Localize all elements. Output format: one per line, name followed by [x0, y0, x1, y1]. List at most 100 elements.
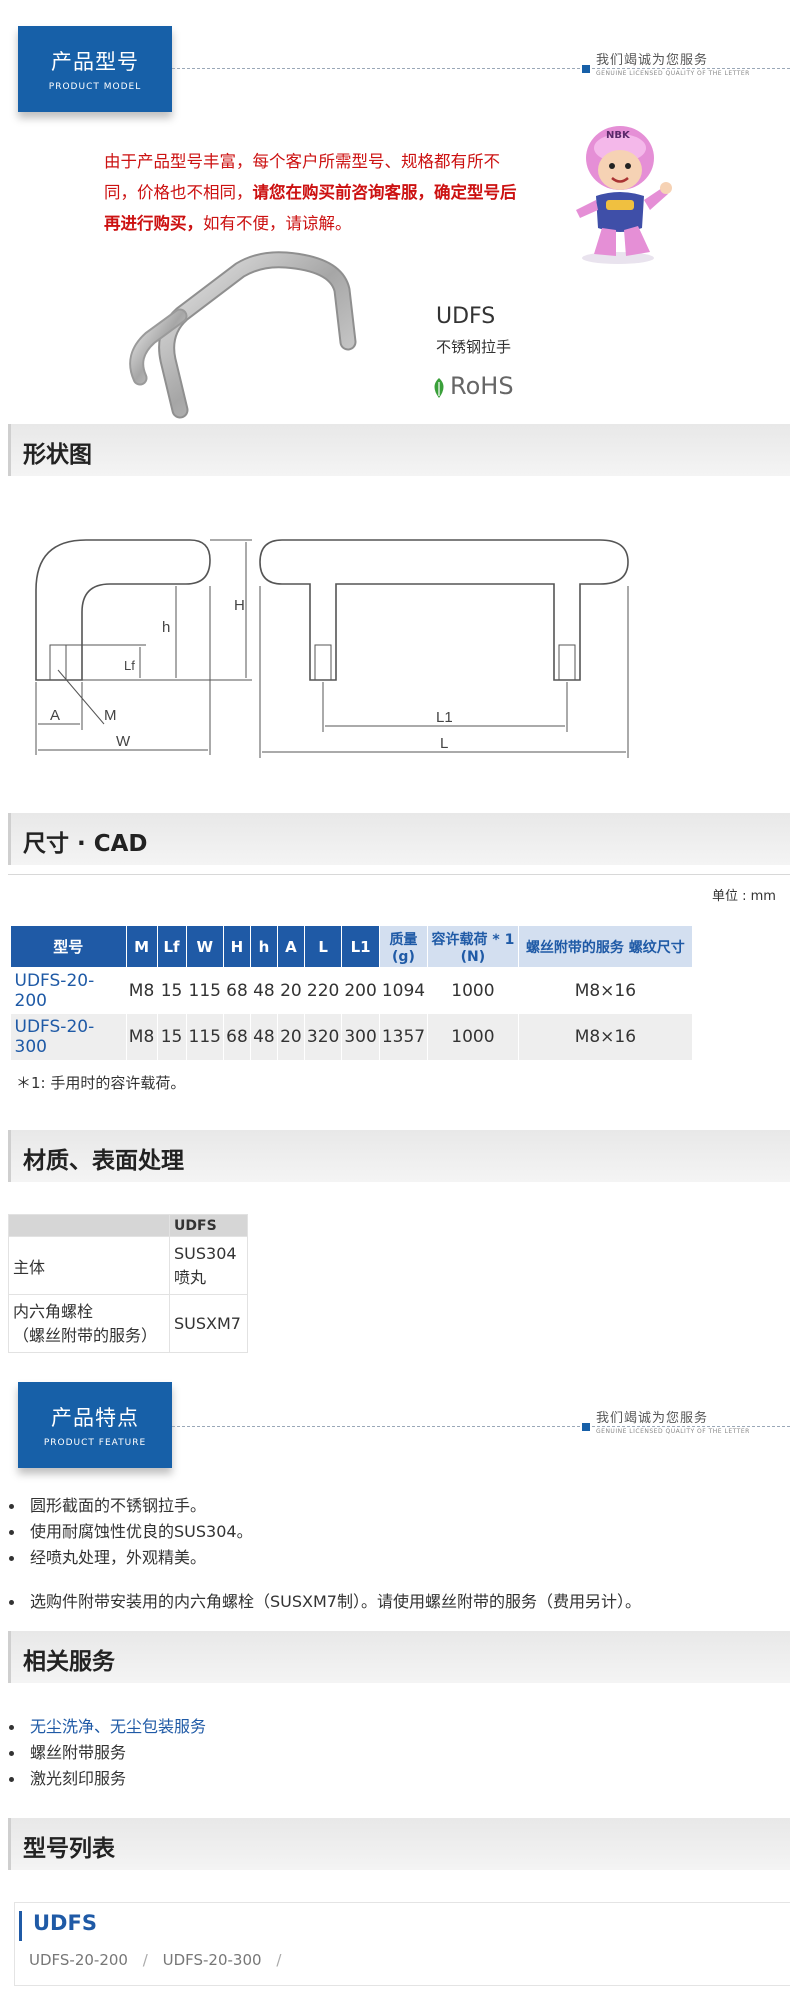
banner-tagline-en: GENUINE LICENSED QUALITY OF THE LETTER — [596, 1428, 750, 1435]
col-W: W — [185, 925, 224, 968]
section-title: 形状图 — [23, 442, 92, 468]
spec-cell: 15 — [157, 1013, 187, 1060]
feature-note-list: 选购件附带安装用的内六角螺栓（SUSXM7制）。请使用螺丝附带的服务（费用另计）… — [0, 1589, 641, 1615]
banner-divider — [172, 68, 790, 69]
dim-label-H: H — [234, 597, 245, 614]
leaf-icon — [434, 378, 444, 398]
feature-item: 经喷丸处理，外观精美。 — [0, 1545, 253, 1571]
model-link[interactable]: UDFS-20-200 — [29, 1951, 128, 1969]
section-title: 型号列表 — [23, 1836, 115, 1862]
related-service-screw: 螺丝附带服务 — [0, 1740, 206, 1766]
spec-cell: 1000 — [427, 967, 519, 1014]
spec-cell: 320 — [304, 1013, 343, 1060]
product-code: UDFS — [436, 304, 496, 329]
model-link[interactable]: UDFS-20-300 — [162, 1951, 262, 1969]
banner-tagline-en: GENUINE LICENSED QUALITY OF THE LETTER — [596, 70, 750, 77]
banner-title: 产品特点 — [51, 1406, 139, 1430]
spec-cell: M8 — [126, 1013, 158, 1060]
related-service-laser: 激光刻印服务 — [0, 1766, 206, 1792]
col-H: H — [222, 925, 251, 968]
section-title: 材质、表面处理 — [23, 1148, 184, 1174]
notice-part2: 请您在购买前咨询客服，确定型号后再进行购买， — [104, 183, 517, 233]
banner-subtitle: PRODUCT MODEL — [48, 82, 142, 92]
spec-cell: 115 — [186, 1013, 224, 1060]
col-L1: L1 — [341, 925, 380, 968]
dim-label-M: M — [104, 707, 117, 724]
spec-cell: 1357 — [379, 1013, 429, 1060]
feature-item: 圆形截面的不锈钢拉手。 — [0, 1493, 253, 1519]
spec-model-link[interactable]: UDFS-20-300 — [10, 1013, 127, 1060]
spec-header-row: 型号 M Lf W H h A L L1 质量(g) 容许载荷 * 1 (N) … — [10, 925, 694, 968]
spec-cell: 200 — [341, 967, 380, 1014]
notice-part3: 如有不便，请谅解。 — [203, 214, 352, 233]
material-row-value: SUS304 喷丸 — [169, 1236, 248, 1295]
feature-note: 选购件附带安装用的内六角螺栓（SUSXM7制）。请使用螺丝附带的服务（费用另计）… — [0, 1589, 641, 1615]
mascot-illustration: NBK — [558, 118, 678, 266]
col-thread: 螺丝附带的服务 螺纹尺寸 — [517, 925, 694, 968]
material-value-line1: SUS304 — [174, 1243, 237, 1263]
spec-cell: 68 — [223, 967, 251, 1014]
col-model: 型号 — [10, 925, 127, 968]
material-table: UDFS 主体 SUS304 喷丸 内六角螺栓 （螺丝附带的服务） SUSXM7 — [7, 1214, 248, 1353]
model-list-accent — [19, 1911, 22, 1941]
col-h: h — [249, 925, 278, 968]
model-list-box: UDFS UDFS-20-200 / UDFS-20-300 / — [14, 1902, 790, 1986]
spec-cell: 220 — [304, 967, 343, 1014]
spec-cell: 300 — [341, 1013, 380, 1060]
model-separator: / — [276, 1951, 282, 1969]
product-photo — [110, 250, 370, 420]
banner-title: 产品型号 — [51, 50, 139, 74]
material-row: 主体 SUS304 喷丸 — [7, 1236, 248, 1295]
model-list-title: UDFS — [33, 1911, 97, 1935]
related-services-list: 无尘洗净、无尘包装服务 螺丝附带服务 激光刻印服务 — [0, 1714, 206, 1792]
col-weight: 质量(g) — [378, 925, 429, 968]
material-value-line2: 喷丸 — [174, 1267, 207, 1287]
spec-table: 型号 M Lf W H h A L L1 质量(g) 容许载荷 * 1 (N) … — [10, 925, 694, 1060]
section-related-header: 相关服务 — [8, 1631, 790, 1683]
notice-part1: 由于产品型号丰富，每个客户所需型号、规格都有所不同，价格也不相同， — [104, 152, 500, 202]
banner-product-model: 产品型号 PRODUCT MODEL 我们竭诚为您服务 GENUINE LICE… — [0, 22, 790, 122]
banner-box: 产品型号 PRODUCT MODEL — [18, 26, 172, 112]
banner-tagline: 我们竭诚为您服务 — [596, 1411, 709, 1426]
section-title: 尺寸 · CAD — [23, 831, 148, 857]
col-load: 容许载荷 * 1 (N) — [427, 925, 519, 968]
spec-cell: 115 — [186, 967, 224, 1014]
material-row-value: SUSXM7 — [169, 1294, 248, 1353]
product-name: 不锈钢拉手 — [436, 338, 512, 356]
spec-cell: M8 — [126, 967, 158, 1014]
material-header-blank — [7, 1214, 171, 1237]
material-row-label: 内六角螺栓 （螺丝附带的服务） — [7, 1294, 171, 1353]
banner-dot — [582, 65, 590, 73]
unit-label: 单位 : mm — [712, 889, 776, 904]
spec-cell: 48 — [250, 967, 278, 1014]
banner-divider — [172, 1426, 790, 1427]
dim-label-L: L — [440, 735, 448, 752]
model-separator: / — [142, 1951, 148, 1969]
section-shape-header: 形状图 — [8, 424, 790, 476]
feature-item: 使用耐腐蚀性优良的SUS304。 — [0, 1519, 253, 1545]
dim-label-Lf: Lf — [124, 658, 135, 673]
feature-list: 圆形截面的不锈钢拉手。 使用耐腐蚀性优良的SUS304。 经喷丸处理，外观精美。 — [0, 1493, 253, 1571]
related-service-dust-free[interactable]: 无尘洗净、无尘包装服务 — [0, 1714, 206, 1740]
model-list-items: UDFS-20-200 / UDFS-20-300 / — [29, 1951, 291, 1969]
section-divider — [8, 874, 790, 875]
material-row-label: 主体 — [7, 1236, 171, 1295]
mascot-badge: NBK — [606, 130, 630, 141]
spec-cell: 68 — [223, 1013, 251, 1060]
material-label-line1: 内六角螺栓 — [13, 1301, 94, 1321]
spec-cell: 15 — [157, 967, 187, 1014]
spec-model-link[interactable]: UDFS-20-200 — [10, 967, 127, 1014]
banner-subtitle: PRODUCT FEATURE — [43, 1438, 147, 1448]
material-label-line2: （螺丝附带的服务） — [13, 1325, 158, 1345]
spec-cell: M8×16 — [518, 967, 694, 1014]
col-A: A — [276, 925, 305, 968]
section-title: 相关服务 — [23, 1649, 115, 1675]
spec-cell: 1094 — [379, 967, 429, 1014]
spec-cell: 48 — [250, 1013, 278, 1060]
purchase-notice: 由于产品型号丰富，每个客户所需型号、规格都有所不同，价格也不相同，请您在购买前咨… — [104, 146, 524, 239]
dim-label-h: h — [162, 619, 170, 636]
material-header-model: UDFS — [169, 1214, 248, 1237]
